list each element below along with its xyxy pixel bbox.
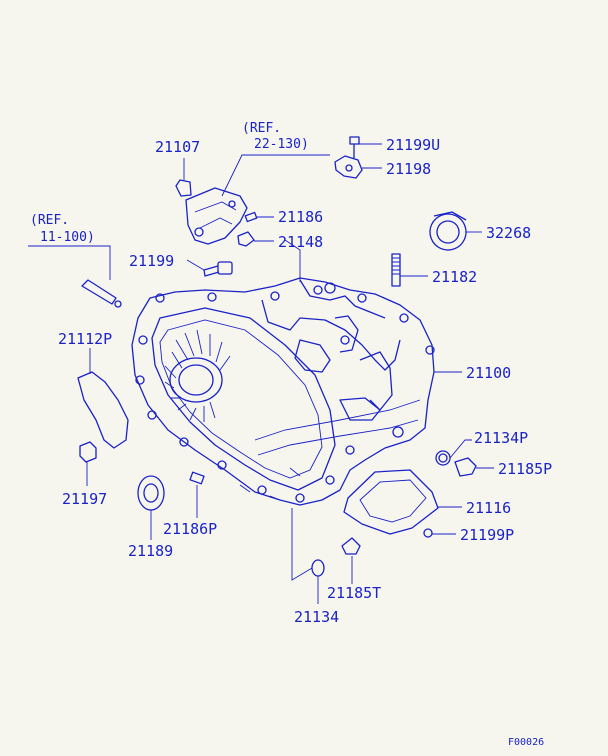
label-21100: 21100 [466,364,511,382]
part-21199-shape [203,261,233,277]
part-21186-shape [244,211,258,223]
label-21112p: 21112P [58,330,112,348]
part-21148-shape [237,231,255,247]
part-21199u-shape [349,136,360,158]
label-21185p: 21185P [498,460,552,478]
label-21189: 21189 [128,542,173,560]
label-32268: 32268 [486,224,531,242]
label-21199u: 21199U [386,136,440,154]
part-21197-shape [79,441,97,463]
label-21185t: 21185T [327,584,381,602]
part-21189-shape [137,475,165,511]
label-21199: 21199 [129,252,174,270]
part-21134-shape [311,559,325,577]
label-21116: 21116 [466,499,511,517]
ref-top-line2: 22-130) [254,137,309,152]
part-21185p-shape [454,457,477,477]
ref-left-line2: 11-100) [40,230,95,245]
ref-11-100-clip-shape [81,279,122,308]
part-21198-shape [334,155,363,179]
part-21182-shape [391,253,401,287]
label-21134p: 21134P [474,429,528,447]
ref-top-line1: (REF. [242,121,281,136]
label-21134: 21134 [294,608,339,626]
label-21148: 21148 [278,233,323,251]
label-21107: 21107 [155,138,200,156]
label-21182: 21182 [432,268,477,286]
part-21116-shape [343,469,439,535]
leader-lines [28,143,494,604]
part-21199p-shape [423,528,433,538]
part-21185t-shape [341,537,361,555]
label-21199p: 21199P [460,526,514,544]
figure-code: F00026 [508,737,544,748]
part-21134p-shape [435,450,451,466]
part-21186p-shape [189,471,205,485]
ref-left-line1: (REF. [30,213,69,228]
label-21186p: 21186P [163,520,217,538]
transaxle-case-part [131,277,435,506]
label-21197: 21197 [62,490,107,508]
part-21107-shape [175,179,248,245]
label-21186: 21186 [278,208,323,226]
label-21198: 21198 [386,160,431,178]
part-32268-shape [429,211,467,251]
part-21112p-shape [77,371,129,449]
